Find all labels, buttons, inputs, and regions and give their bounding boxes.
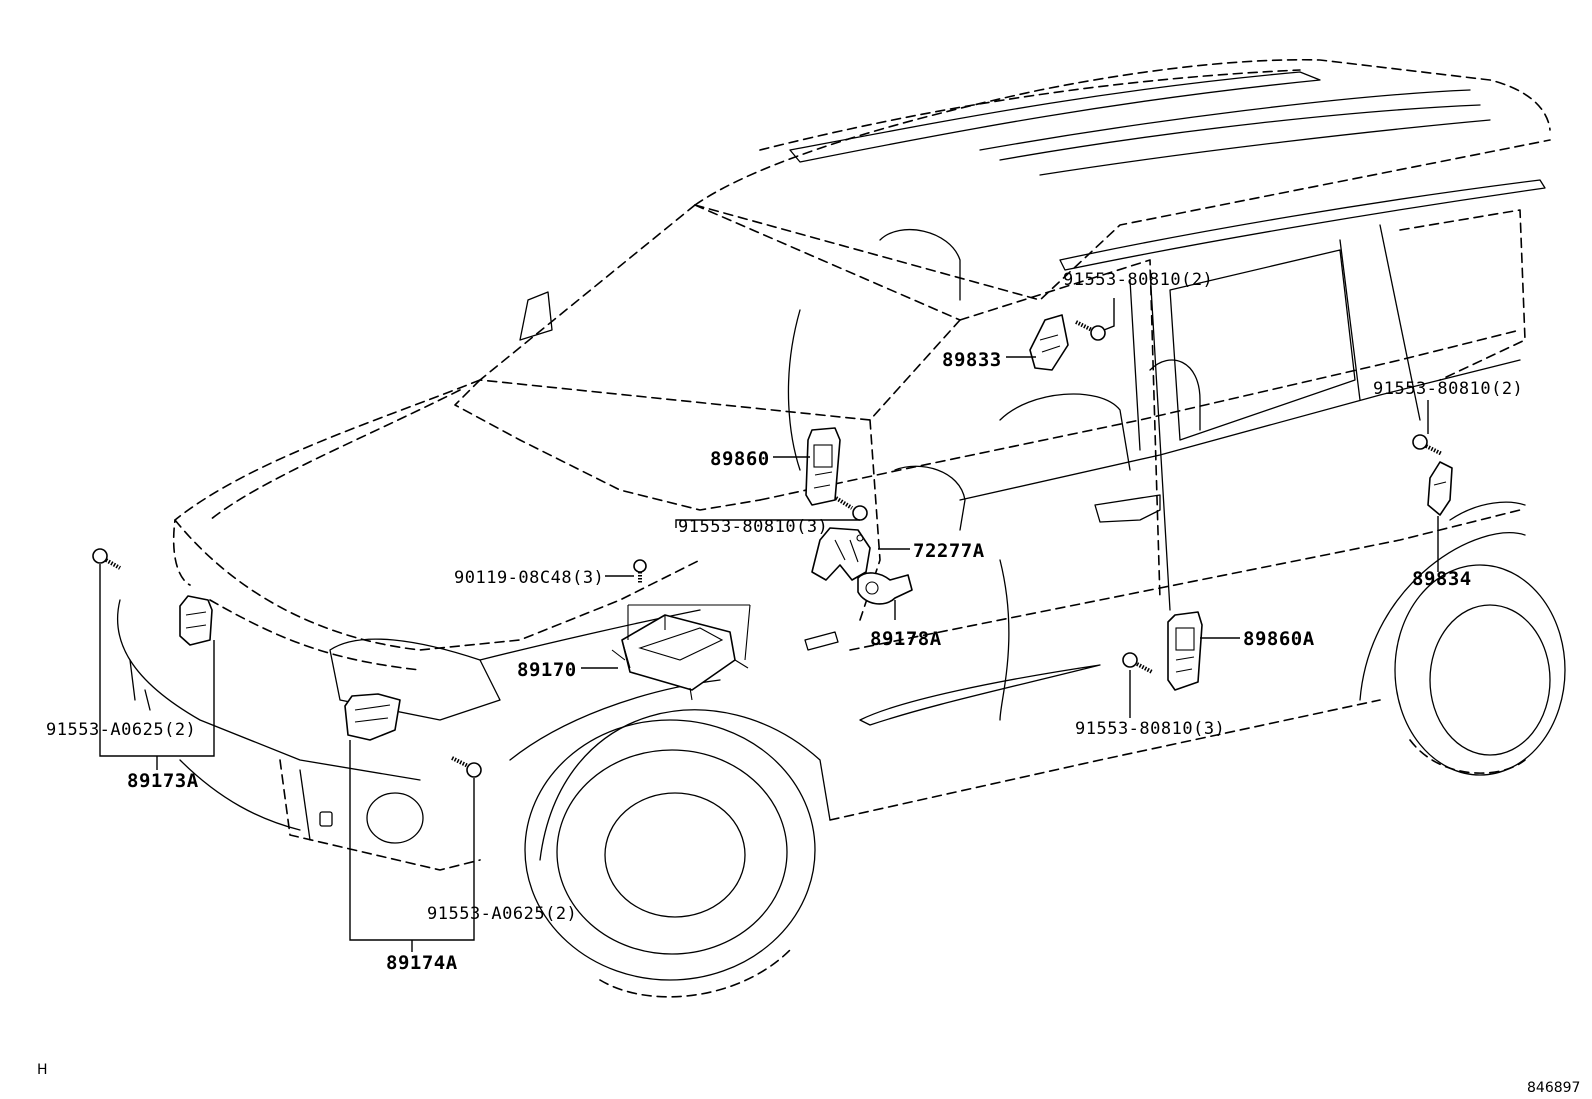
sensor-89834-part <box>1427 461 1453 516</box>
footer-left-mark: H <box>37 1062 48 1078</box>
label-sensor-89178a: 89178A <box>870 628 942 650</box>
bolt-89860a <box>1122 652 1153 674</box>
label-sensor-89860: 89860 <box>710 448 770 470</box>
footer-diagram-id: 846897 <box>1527 1080 1580 1096</box>
sensor-89833-part <box>1029 314 1069 371</box>
sensor-89174a-part <box>344 693 401 741</box>
bolt-89834 <box>1412 434 1443 456</box>
sensor-89173a-part <box>179 595 213 646</box>
leader-lines <box>99 298 1439 952</box>
bolt-89174a <box>451 756 482 778</box>
bolt-89860 <box>834 496 868 521</box>
label-sensor-89174a: 89174A <box>386 952 458 974</box>
callout-labels: 91553-80810(2) 89833 91553-80810(2) 8986… <box>46 270 1523 974</box>
label-sensor-89860a: 89860A <box>1243 628 1315 650</box>
label-bolt-89860a: 91553-80810(3) <box>1075 719 1225 739</box>
bolt-90119 <box>633 559 647 584</box>
label-bolt-90119: 90119-08C48(3) <box>454 568 604 588</box>
bolt-89173a <box>92 548 121 570</box>
sensor-89860a-part <box>1167 611 1203 691</box>
label-bolt-right: 91553-80810(2) <box>1373 379 1523 399</box>
ecu-89170-part <box>611 604 751 701</box>
label-bolt-left: 91553-A0625(2) <box>46 720 196 740</box>
label-bracket-72277a: 72277A <box>913 540 985 562</box>
label-sensor-89833: 89833 <box>942 349 1002 371</box>
vehicle-outline <box>116 58 1566 998</box>
label-bolt-89860: 91553-80810(3) <box>678 517 828 537</box>
label-sensor-89173a: 89173A <box>127 770 199 792</box>
sensor-89178a-part <box>857 572 913 605</box>
label-bolt-front: 91553-A0625(2) <box>427 904 577 924</box>
label-bolt-top-center: 91553-80810(2) <box>1063 270 1213 290</box>
label-sensor-89834: 89834 <box>1412 568 1472 590</box>
parts <box>92 314 1453 778</box>
sensor-89860-part <box>805 427 841 506</box>
bolt-89833 <box>1075 320 1106 341</box>
label-ecu-89170: 89170 <box>517 659 577 681</box>
